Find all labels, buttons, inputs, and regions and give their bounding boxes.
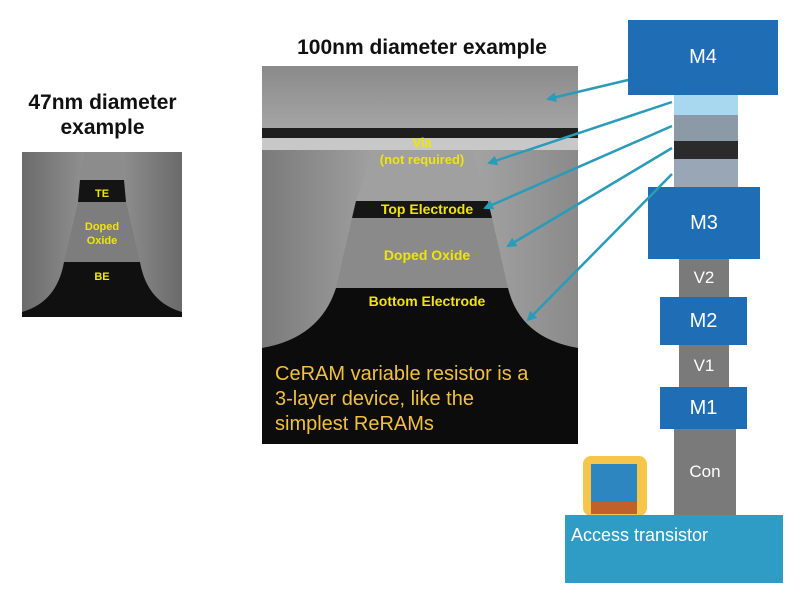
bottom-electrode-label: Bottom Electrode <box>369 293 486 309</box>
doped-label-line1: Doped <box>85 221 119 233</box>
contact-block: Con <box>674 429 736 515</box>
doped-oxide-label: Doped Oxide <box>384 247 471 263</box>
caption-line1: CeRAM variable resistor is a <box>275 363 529 385</box>
m3-block: M3 <box>648 187 760 259</box>
arrow-doped-oxide <box>506 146 673 248</box>
m4-block: M4 <box>628 20 778 95</box>
v2-via: V2 <box>679 259 729 297</box>
caption-line3: simplest ReRAMs <box>275 413 434 435</box>
arrow-top-electrode <box>483 124 673 210</box>
stack-layer-via <box>674 95 738 115</box>
be-label: BE <box>94 271 109 283</box>
small-title-line2: example <box>60 116 145 139</box>
gate-electrode <box>591 464 637 502</box>
oxide-label-line2: Oxide <box>87 235 118 247</box>
gate-oxide <box>591 502 637 514</box>
large-tem-image: Via (not required) Top Electrode Doped O… <box>262 66 578 444</box>
small-title-line1: 47nm diameter <box>28 91 177 114</box>
small-tem-image: TE Doped Oxide BE <box>22 152 182 317</box>
arrow-bottom-electrode <box>526 173 673 322</box>
stack-layer-doped-oxide <box>674 141 738 159</box>
arrow-m4 <box>546 78 629 103</box>
via-label-line1: Via <box>412 135 432 150</box>
large-example-title: 100nm diameter example <box>297 36 547 59</box>
top-electrode-label: Top Electrode <box>381 201 474 217</box>
access-transistor: Access transistor <box>565 515 783 583</box>
stack-layer-top-electrode <box>674 115 738 141</box>
access-transistor-label: Access transistor <box>571 525 709 545</box>
v1-via: V1 <box>679 345 729 387</box>
m1-block: M1 <box>660 387 747 429</box>
caption-line2: 3-layer device, like the <box>275 388 474 410</box>
small-example-title: 47nm diameter example <box>0 90 205 140</box>
via-label-line2: (not required) <box>380 152 465 167</box>
arrow-via <box>487 100 673 166</box>
m2-block: M2 <box>660 297 747 345</box>
te-label: TE <box>95 188 109 200</box>
stack-layer-bottom-electrode <box>674 159 738 187</box>
device-caption: CeRAM variable resistor is a 3-layer dev… <box>275 362 575 437</box>
